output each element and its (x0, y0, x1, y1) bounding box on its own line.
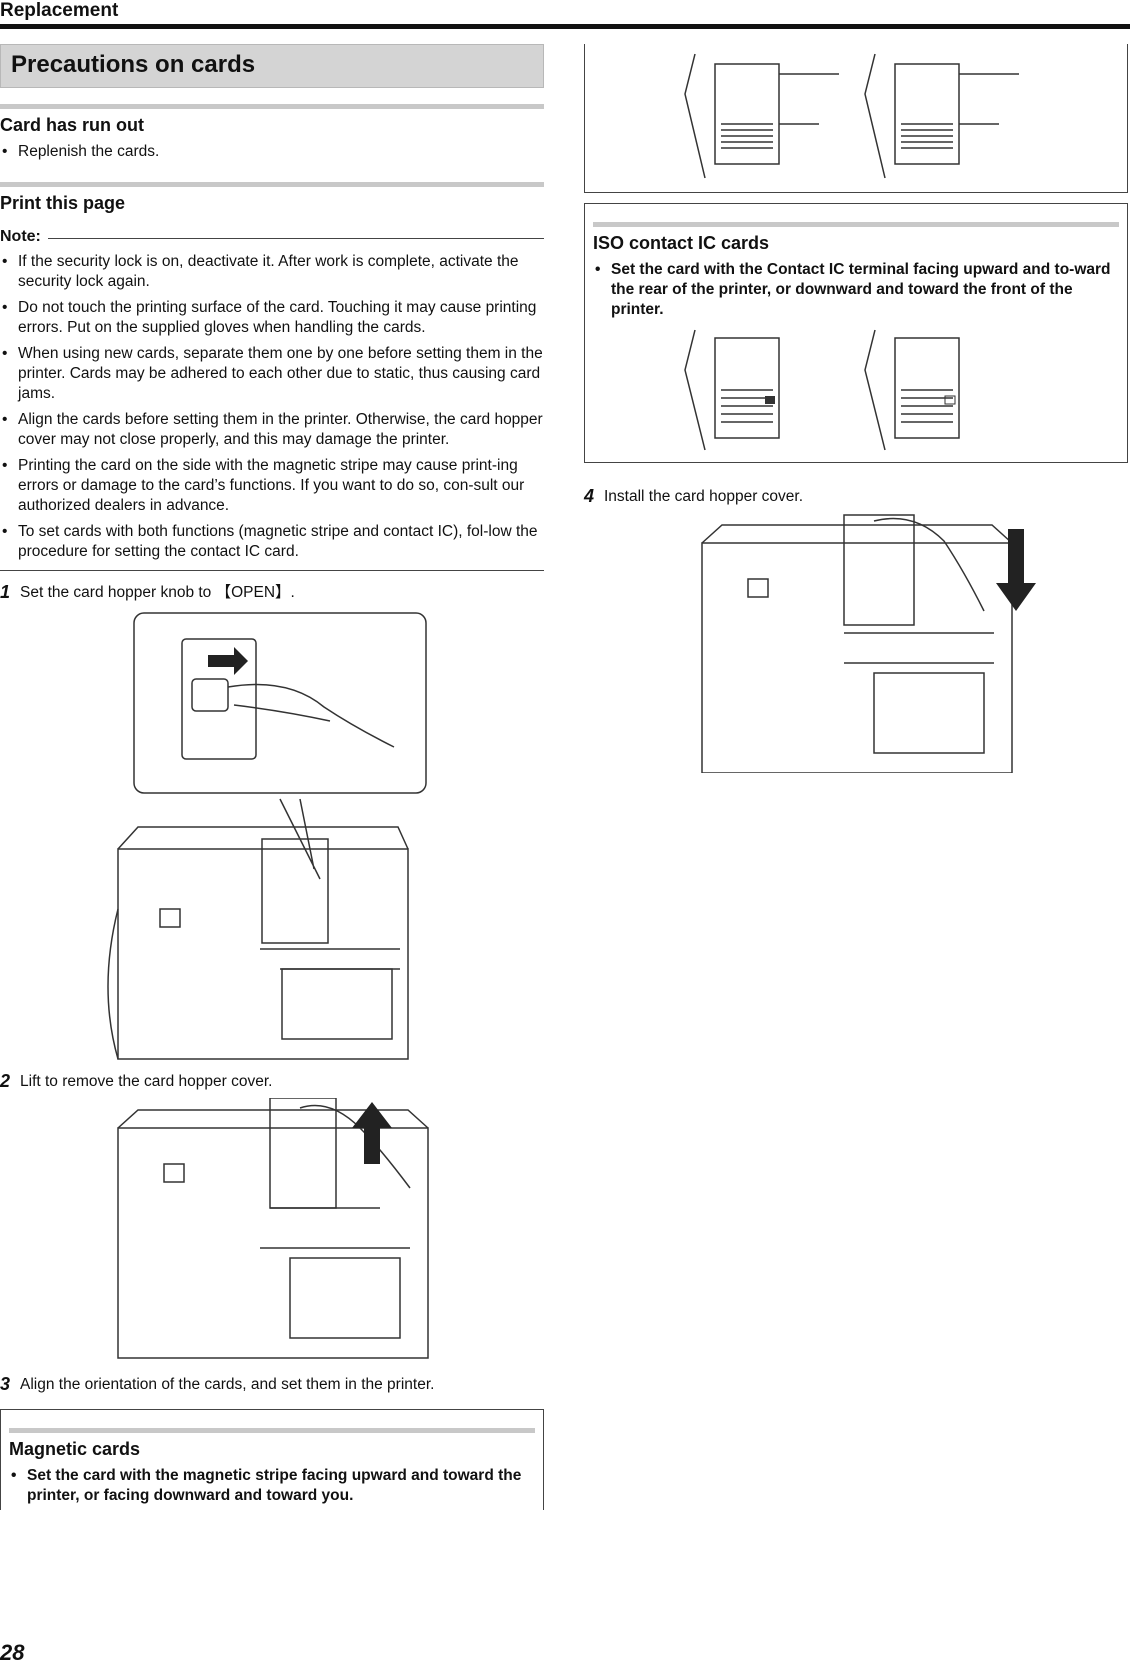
step-number: 4 (584, 486, 595, 506)
list-item: • Align the cards before setting them in … (0, 410, 544, 450)
bullet-icon: • (2, 143, 8, 160)
note-end-rule (0, 570, 544, 571)
note-text: To set cards with both functions (magnet… (18, 523, 538, 560)
note-rule (48, 238, 544, 239)
step-text: Install the card hopper cover. (604, 488, 804, 505)
note-label: Note: (0, 228, 41, 245)
arrow-down-icon (996, 529, 1036, 611)
note-text: If the security lock is on, deactivate i… (18, 253, 519, 290)
section-title: Replacement (0, 0, 119, 21)
precautions-title-bar: Precautions on cards (0, 44, 544, 88)
step-2: 2 Lift to remove the card hopper cover. (0, 1071, 544, 1092)
step-number: 2 (0, 1071, 11, 1091)
arrow-up-icon (352, 1102, 392, 1164)
bullet-icon: • (2, 457, 8, 474)
note-text: Printing the card on the side with the m… (18, 457, 525, 514)
arrow-right-icon (208, 647, 248, 675)
iso-ic-cards-illustration (684, 329, 960, 451)
step-text: Align the orientation of the cards, and … (20, 1376, 435, 1393)
note-text: Align the cards before setting them in t… (18, 411, 543, 448)
left-column: Precautions on cards Card has run out • … (0, 44, 544, 1510)
bullet-icon: • (2, 523, 8, 540)
header-rule (0, 24, 1130, 29)
magnetic-cards-illustration-box (584, 44, 1128, 193)
list-item: • Set the card with the Contact IC termi… (593, 260, 1119, 320)
precautions-title: Precautions on cards (11, 51, 256, 78)
list-item: • Printing the card on the side with the … (0, 456, 544, 516)
step-3: 3 Align the orientation of the cards, an… (0, 1374, 544, 1395)
iso-ic-cards-heading: ISO contact IC cards (593, 222, 1119, 254)
step-4: 4 Install the card hopper cover. (584, 486, 1128, 507)
step-number: 3 (0, 1374, 11, 1394)
list-item: • Replenish the cards. (0, 142, 544, 162)
step-1: 1 Set the card hopper knob to 【OPEN】. (0, 582, 544, 603)
magnetic-cards-box: Magnetic cards • Set the card with the m… (0, 1409, 544, 1510)
note-text: Do not touch the printing surface of the… (18, 299, 537, 336)
bullet-icon: • (2, 299, 8, 316)
list-item: • If the security lock is on, deactivate … (0, 252, 544, 292)
step-text: Set the card hopper knob to 【OPEN】. (20, 584, 295, 601)
bullet-icon: • (595, 261, 601, 278)
list-item: • To set cards with both functions (magne… (0, 522, 544, 562)
note-text: When using new cards, separate them one … (18, 345, 543, 402)
bullet-text: Set the card with the magnetic stripe fa… (27, 1467, 522, 1504)
right-column: ISO contact IC cards • Set the card with… (584, 44, 1128, 773)
hopper-knob-illustration (107, 612, 427, 1060)
bullet-icon: • (2, 411, 8, 428)
list-item: • Set the card with the magnetic stripe … (9, 1466, 535, 1506)
bullet-text: Set the card with the Contact IC termina… (611, 261, 1111, 318)
iso-ic-cards-box: ISO contact IC cards • Set the card with… (584, 203, 1128, 463)
print-page-heading: Print this page (0, 182, 544, 214)
list-item: • Do not touch the printing surface of th… (0, 298, 544, 338)
step-number: 1 (0, 582, 11, 602)
lift-cover-illustration (117, 1098, 429, 1359)
magnetic-cards-heading: Magnetic cards (9, 1428, 535, 1460)
install-cover-illustration (701, 514, 1036, 773)
card-run-out-heading: Card has run out (0, 104, 544, 136)
page-header: Replacement (0, 0, 1130, 30)
page-number: 28 (0, 1640, 25, 1665)
bullet-icon: • (2, 345, 8, 362)
bullet-icon: • (11, 1467, 17, 1484)
magnetic-cards-illustration (684, 53, 1019, 179)
list-item: • When using new cards, separate them one… (0, 344, 544, 404)
bullet-icon: • (2, 253, 8, 270)
bullet-text: Replenish the cards. (18, 143, 160, 160)
note-heading: Note: (0, 228, 544, 248)
step-text: Lift to remove the card hopper cover. (20, 1073, 273, 1090)
